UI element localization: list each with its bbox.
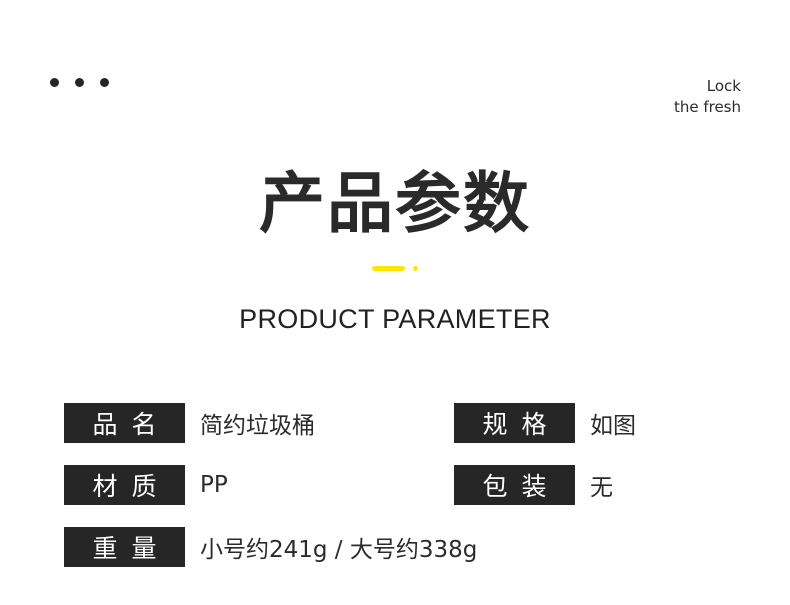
dot-icon xyxy=(100,78,109,87)
tagline: Lock the fresh xyxy=(674,76,741,118)
param-label: 规格 xyxy=(454,403,575,443)
param-row-material: 材质 PP xyxy=(64,465,228,505)
param-row-name: 品名 简约垃圾桶 xyxy=(64,403,315,443)
tagline-line2: the fresh xyxy=(673,98,741,116)
accent-bar xyxy=(372,266,405,271)
dot-icon xyxy=(50,78,59,87)
param-value: 小号约241g / 大号约338g xyxy=(200,537,478,563)
page-title: 产品参数 xyxy=(259,165,531,242)
param-label: 包装 xyxy=(454,465,575,505)
param-row-packaging: 包装 无 xyxy=(454,465,613,505)
page-subtitle: PRODUCT PARAMETER xyxy=(239,304,551,334)
ellipsis-dots-icon xyxy=(50,78,109,87)
param-row-weight: 重量 小号约241g / 大号约338g xyxy=(64,527,477,567)
param-value: 无 xyxy=(590,475,613,501)
tagline-line1: Lock xyxy=(706,77,741,95)
param-row-spec: 规格 如图 xyxy=(454,403,636,443)
accent-dot xyxy=(413,266,418,271)
param-value: 如图 xyxy=(590,413,636,439)
param-value: 简约垃圾桶 xyxy=(200,413,315,439)
param-label: 重量 xyxy=(64,527,185,567)
param-label: 品名 xyxy=(64,403,185,443)
param-label: 材质 xyxy=(64,465,185,505)
dot-icon xyxy=(75,78,84,87)
param-value: PP xyxy=(200,472,228,498)
